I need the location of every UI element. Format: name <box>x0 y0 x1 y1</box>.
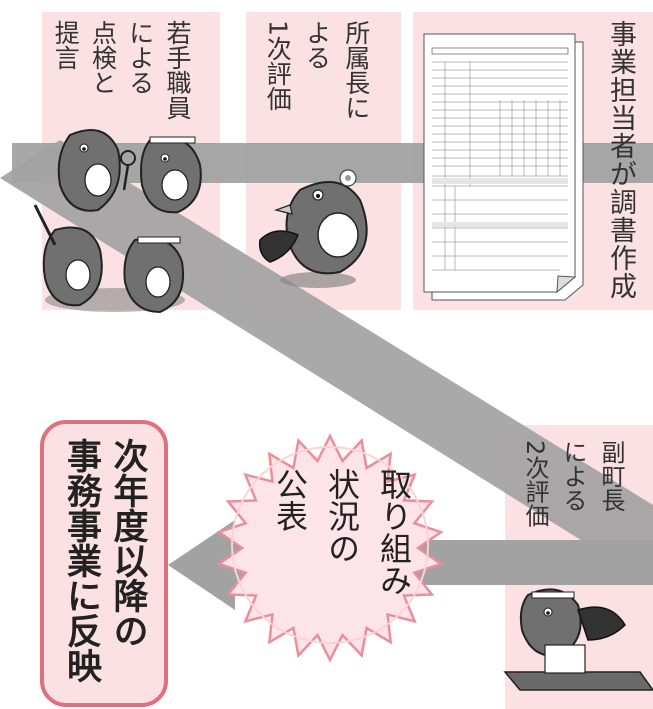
step3-label: 若手職員 による 点検と 提言 <box>50 20 193 150</box>
step3-line2: による <box>125 20 155 95</box>
step4-line1: 副町長 <box>597 440 625 512</box>
step4-line3: 2次評価 <box>521 440 549 528</box>
step2-line2: よる <box>302 20 332 70</box>
mascot-deputy-mayor-icon <box>503 588 653 691</box>
step2-line3: 1次評価 <box>263 20 293 111</box>
step2-label: 所属長に よる 1次評価 <box>262 20 372 150</box>
step4-line2: による <box>559 440 587 512</box>
step3-line3: 点検と <box>88 20 118 95</box>
result-box: 次年度以降の 事務事業に反映 <box>40 420 168 707</box>
publication-starburst-badge <box>216 433 444 663</box>
result-line1: 次年度以降の <box>107 438 148 648</box>
step3-line4: 提言 <box>51 20 81 70</box>
badge-line2: 状況の <box>323 468 361 564</box>
mascot-section-chief-icon <box>258 169 368 288</box>
step1-label: 事業担当者が調書作成 <box>605 20 636 300</box>
step2-line1: 所属長に <box>341 20 371 120</box>
step4-label: 副町長 による 2次評価 <box>520 440 626 560</box>
result-line2: 事務事業に反映 <box>61 438 101 683</box>
badge-line3: 公表 <box>271 468 309 532</box>
document-sheet-icon <box>423 33 584 301</box>
mascot-young-staff-group-icon <box>33 129 202 314</box>
badge-line1: 取り組み <box>375 468 413 596</box>
step3-line1: 若手職員 <box>163 20 192 120</box>
badge-label: 取り組み 状況の 公表 <box>270 468 414 618</box>
